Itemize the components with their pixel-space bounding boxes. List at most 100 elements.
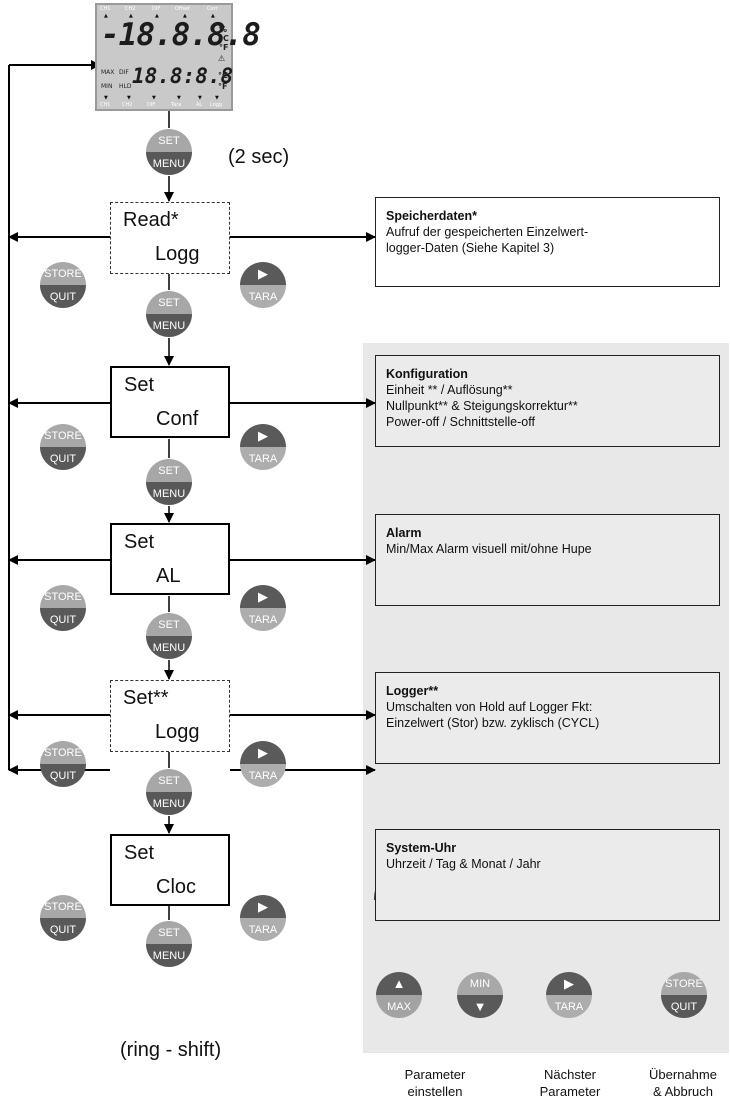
lcd-marker-icon: ▼ xyxy=(198,95,202,101)
lcd-flag-min: MIN xyxy=(101,83,113,90)
arrow-down-icon: ▼ xyxy=(457,995,503,1018)
info-line: Einheit ** / Auflösung** xyxy=(386,383,513,397)
lcd-marker-icon: ▲ xyxy=(104,13,108,19)
lcd-marker-icon: ▲ xyxy=(155,13,159,19)
info-line: Min/Max Alarm visuell mit/ohne Hupe xyxy=(386,542,592,556)
tara-button[interactable]: ▶ TARA xyxy=(240,585,286,631)
caption-line: Parameter xyxy=(539,1084,601,1099)
max-label: MAX xyxy=(376,995,422,1018)
step-line2: Cloc xyxy=(156,876,197,898)
step-line2: Logg xyxy=(155,721,200,743)
play-icon: ▶ xyxy=(240,262,286,285)
set-label: SET xyxy=(146,769,192,792)
tara-button[interactable]: ▶ TARA xyxy=(546,972,592,1018)
set-menu-button[interactable]: SET MENU xyxy=(146,129,192,175)
menu-label: MENU xyxy=(146,482,192,505)
play-icon: ▶ xyxy=(240,585,286,608)
menu-label: MENU xyxy=(146,792,192,815)
step-line1: Set xyxy=(124,842,155,864)
info-line: Einzelwert (Stor) bzw. zyklisch (CYCL) xyxy=(386,716,600,730)
step-set-al: Set AL xyxy=(110,523,230,595)
tara-label: TARA xyxy=(240,608,286,631)
store-quit-button[interactable]: STORE QUIT xyxy=(40,585,86,631)
lcd-label-ch2-bottom: CH2 xyxy=(122,102,133,108)
lcd-marker-icon: ▼ xyxy=(104,95,108,101)
set-label: SET xyxy=(146,129,192,152)
tara-label: TARA xyxy=(240,447,286,470)
menu-label: MENU xyxy=(146,152,192,175)
set-menu-button[interactable]: SET MENU xyxy=(146,613,192,659)
lcd-flag-hld: HLD xyxy=(119,83,132,90)
lcd-unit-percent: % xyxy=(219,25,228,34)
step-line1: Read* xyxy=(123,209,179,231)
step-line2: Conf xyxy=(156,408,199,430)
step-line2: AL xyxy=(156,565,181,587)
info-line: Power-off / Schnittstelle-off xyxy=(386,415,535,429)
lcd-marker-icon: ▲ xyxy=(129,13,133,19)
caption-line: einstellen xyxy=(407,1084,463,1099)
set-menu-button[interactable]: SET MENU xyxy=(146,921,192,967)
info-logger: Logger** Umschalten von Hold auf Logger … xyxy=(375,672,720,764)
info-alarm: Alarm Min/Max Alarm visuell mit/ohne Hup… xyxy=(375,514,720,606)
lcd-label-offset: Offset xyxy=(175,6,191,12)
set-menu-button[interactable]: SET MENU xyxy=(146,291,192,337)
lcd-label-dif-bottom: DIF xyxy=(147,102,156,108)
store-quit-button[interactable]: STORE QUIT xyxy=(40,262,86,308)
tara-button[interactable]: ▶ TARA xyxy=(240,741,286,787)
lcd-unit-fahrenheit: °F xyxy=(219,43,229,52)
step-line1: Set xyxy=(124,531,155,553)
set-label: SET xyxy=(146,613,192,636)
min-button[interactable]: MIN ▼ xyxy=(457,972,503,1018)
store-quit-button[interactable]: STORE QUIT xyxy=(40,741,86,787)
tara-label: TARA xyxy=(240,285,286,308)
tara-button[interactable]: ▶ TARA xyxy=(240,895,286,941)
lcd-unit-celsius: °C xyxy=(219,34,229,43)
info-title: Logger** xyxy=(386,684,439,698)
store-quit-button[interactable]: STORE QUIT xyxy=(40,895,86,941)
lcd-marker-icon: ▲ xyxy=(211,13,215,19)
menu-label: MENU xyxy=(146,944,192,967)
lcd-marker-icon: ▲ xyxy=(183,13,187,19)
step-set-cloc: Set Cloc xyxy=(110,834,230,906)
tara-button[interactable]: ▶ TARA xyxy=(240,262,286,308)
info-line: Uhrzeit / Tag & Monat / Jahr xyxy=(386,857,541,871)
tara-button[interactable]: ▶ TARA xyxy=(240,424,286,470)
menu-label: MENU xyxy=(146,636,192,659)
play-icon: ▶ xyxy=(240,424,286,447)
alarm-warning-icon: ⚠ xyxy=(218,54,226,63)
set-menu-button[interactable]: SET MENU xyxy=(146,769,192,815)
store-label: STORE xyxy=(40,262,86,285)
hold-duration-note: (2 sec) xyxy=(228,146,290,168)
lcd-label-al: AL xyxy=(196,102,203,108)
caption-line: Parameter xyxy=(404,1067,466,1082)
set-label: SET xyxy=(146,459,192,482)
info-line: Nullpunkt** & Steigungskorrektur** xyxy=(386,399,578,413)
set-menu-button[interactable]: SET MENU xyxy=(146,459,192,505)
info-title: Alarm xyxy=(386,526,422,540)
lcd-flag-max: MAX xyxy=(101,69,115,76)
lcd-label-tara: Tara xyxy=(171,102,182,108)
quit-label: QUIT xyxy=(40,285,86,308)
lcd-flag-dif: DIF xyxy=(119,69,129,76)
caption-line: & Abbruch xyxy=(653,1084,713,1099)
store-quit-button[interactable]: STORE QUIT xyxy=(40,424,86,470)
tara-label: TARA xyxy=(546,995,592,1018)
arrow-up-icon: ▲ xyxy=(376,972,422,995)
lcd-label-dif: DIF xyxy=(152,6,161,12)
max-button[interactable]: ▲ MAX xyxy=(376,972,422,1018)
info-line: Umschalten von Hold auf Logger Fkt: xyxy=(386,700,593,714)
info-system-uhr: System-Uhr Uhrzeit / Tag & Monat / Jahr xyxy=(375,829,720,921)
lcd-display: CH1 CH2 DIF Offset Corr ▲ ▲ ▲ ▲ ▲ -18.8.… xyxy=(95,3,261,111)
quit-label: QUIT xyxy=(40,447,86,470)
info-line: logger-Daten (Siehe Kapitel 3) xyxy=(386,241,555,255)
min-label: MIN xyxy=(457,972,503,995)
lcd-marker-icon: ▼ xyxy=(152,95,156,101)
tara-label: TARA xyxy=(240,764,286,787)
quit-label: QUIT xyxy=(661,995,707,1018)
step-set-conf: Set Conf xyxy=(110,366,230,438)
lcd-marker-icon: ▼ xyxy=(177,95,181,101)
lcd-label-logg: Logg xyxy=(210,102,223,108)
store-quit-button[interactable]: STORE QUIT xyxy=(661,972,707,1018)
play-icon: ▶ xyxy=(546,972,592,995)
